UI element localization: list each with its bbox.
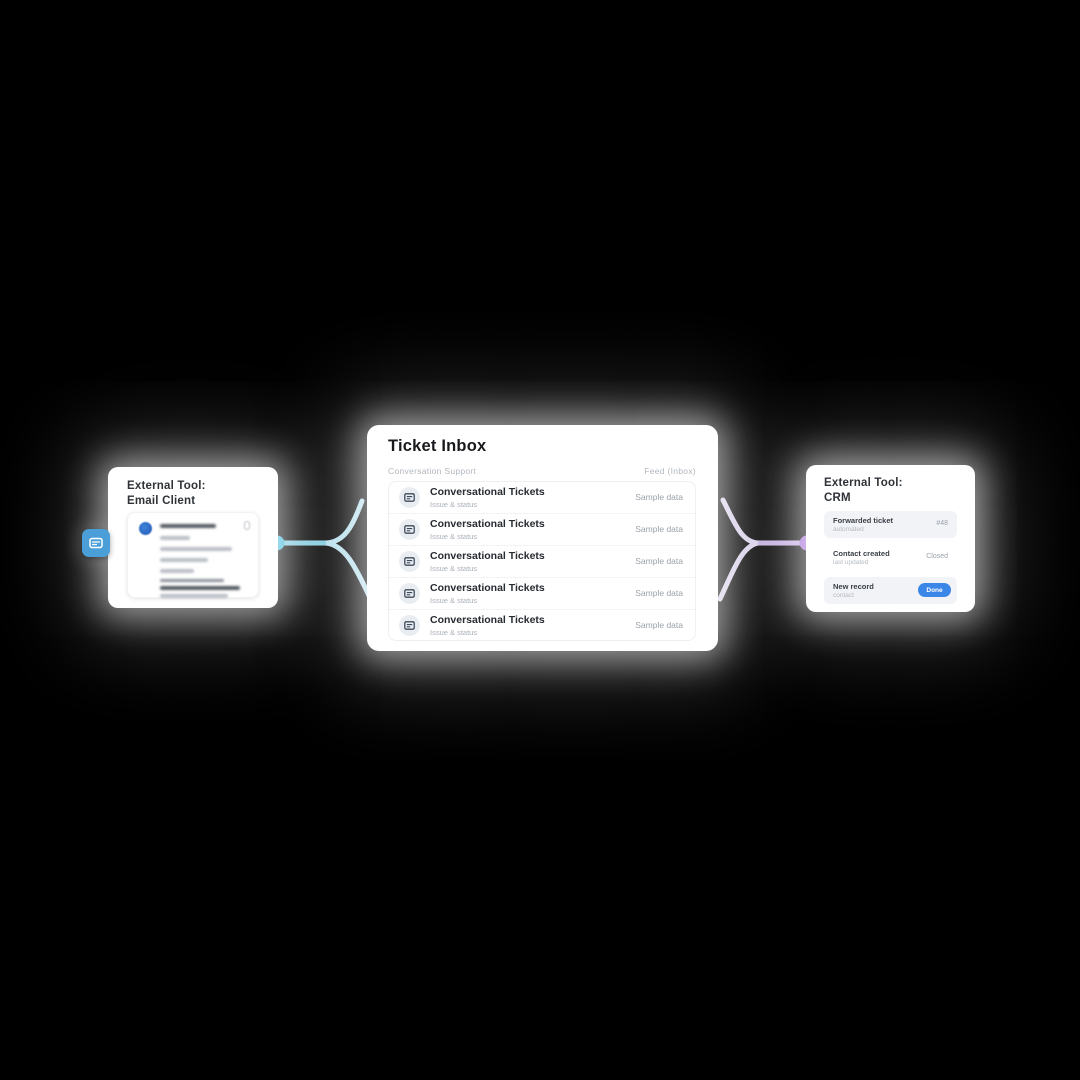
inbox-title: Ticket Inbox: [388, 437, 487, 455]
crm-row-title: Contact created: [833, 549, 890, 558]
ticket-meta: Sample data: [635, 588, 683, 598]
inbox-subtitle: Conversation Support: [388, 466, 477, 476]
blurred-line: [160, 547, 232, 551]
ticket-title: Conversational Tickets: [430, 518, 545, 530]
ticket-title: Conversational Tickets: [430, 582, 545, 594]
blurred-line: [160, 594, 228, 598]
email-card-icon: [89, 537, 103, 549]
blurred-line: [160, 569, 194, 573]
crm-row[interactable]: Contact created last updated Closed: [824, 544, 957, 571]
ticket-meta: Sample data: [635, 620, 683, 630]
email-node-title-line1: External Tool:: [127, 480, 206, 492]
crm-node-title: External Tool: CRM: [824, 476, 903, 505]
ticket-meta: Sample data: [635, 524, 683, 534]
crm-row[interactable]: New record contact Done: [824, 577, 957, 604]
blurred-link-line: [160, 586, 240, 590]
ticket-icon-badge: [399, 519, 420, 540]
crm-row-meta: Closed: [926, 553, 948, 560]
crm-row[interactable]: Forwarded ticket automated #48: [824, 511, 957, 538]
ticket-icon: [404, 557, 415, 566]
crm-node: External Tool: CRM Forwarded ticket auto…: [806, 465, 975, 612]
blurred-line: [160, 536, 190, 540]
email-node-title-line2: Email Client: [127, 494, 196, 507]
crm-row-list: Forwarded ticket automated #48 Contact c…: [824, 511, 957, 610]
email-node-title: External Tool: Email Client: [127, 479, 206, 508]
crm-row-title: Forwarded ticket: [833, 516, 894, 525]
ticket-meta: Sample data: [635, 556, 683, 566]
crm-action-button[interactable]: Done: [918, 583, 951, 597]
ticket-subtitle: Issue & status: [430, 564, 478, 573]
ticket-meta: Sample data: [635, 492, 683, 502]
crm-node-title-line2: CRM: [824, 491, 851, 504]
ticket-icon: [404, 493, 415, 502]
ticket-subtitle: Issue & status: [430, 500, 478, 509]
blurred-line: [160, 579, 224, 582]
ticket-subtitle: Issue & status: [430, 628, 478, 637]
blurred-subject-line: [160, 524, 216, 528]
ticket-title: Conversational Tickets: [430, 614, 545, 626]
ticket-row[interactable]: Conversational Tickets Issue & status Sa…: [389, 514, 695, 546]
crm-row-meta: #48: [936, 520, 948, 527]
ticket-title: Conversational Tickets: [430, 486, 545, 498]
inbox-meta: Feed (Inbox): [644, 466, 696, 476]
email-preview-card[interactable]: [127, 512, 259, 598]
ticket-icon-badge: [399, 551, 420, 572]
attachment-icon: [244, 521, 250, 530]
link-crm-down: [717, 540, 761, 602]
crm-row-subtitle: contact: [833, 592, 854, 599]
email-tool-badge[interactable]: [82, 529, 110, 557]
link-crm-up: [720, 497, 810, 546]
ticket-icon-badge: [399, 615, 420, 636]
ticket-list: Conversational Tickets Issue & status Sa…: [388, 481, 696, 641]
ticket-icon-badge: [399, 487, 420, 508]
ticket-row[interactable]: Conversational Tickets Issue & status Sa…: [389, 482, 695, 514]
crm-node-title-line1: External Tool:: [824, 477, 903, 489]
ticket-row[interactable]: Conversational Tickets Issue & status Sa…: [389, 578, 695, 610]
sender-avatar: [139, 522, 152, 535]
ticket-inbox-node: Ticket Inbox Conversation Support Feed (…: [367, 425, 718, 651]
ticket-row[interactable]: Conversational Tickets Issue & status Sa…: [389, 546, 695, 578]
crm-row-subtitle: automated: [833, 526, 864, 533]
ticket-subtitle: Issue & status: [430, 596, 478, 605]
ticket-subtitle: Issue & status: [430, 532, 478, 541]
ticket-icon: [404, 621, 415, 630]
email-client-node: External Tool: Email Client: [108, 467, 278, 608]
ticket-title: Conversational Tickets: [430, 550, 545, 562]
crm-row-subtitle: last updated: [833, 559, 869, 566]
crm-row-title: New record: [833, 582, 874, 591]
blurred-line: [160, 558, 208, 562]
ticket-icon: [404, 525, 415, 534]
ticket-icon-badge: [399, 583, 420, 604]
ticket-row[interactable]: Conversational Tickets Issue & status Sa…: [389, 610, 695, 640]
ticket-icon: [404, 589, 415, 598]
link-email-up: [274, 498, 365, 546]
link-email-down: [323, 540, 374, 603]
